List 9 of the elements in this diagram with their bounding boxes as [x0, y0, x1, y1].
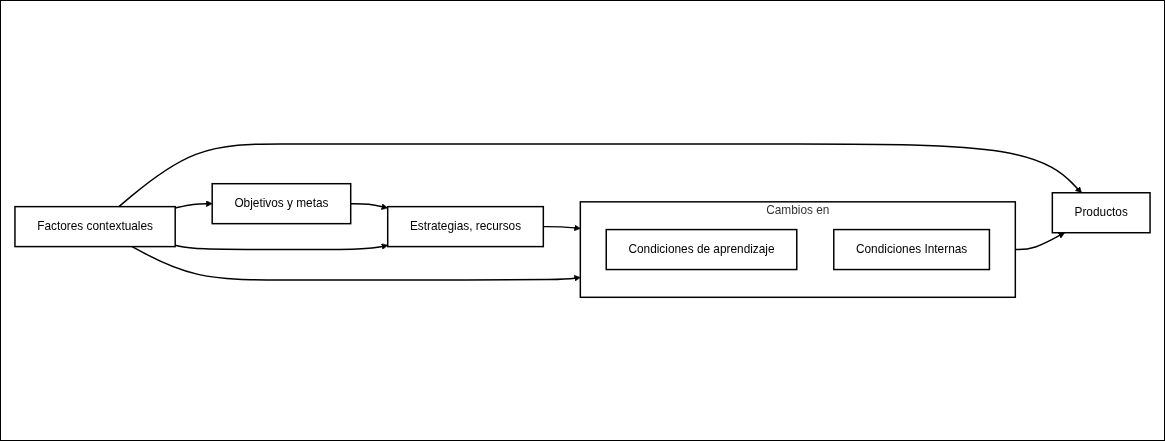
arrow — [118, 143, 1082, 208]
node-box: Condiciones de aprendizaje — [605, 228, 798, 271]
node-box: Productos — [1051, 191, 1151, 234]
node-box: Factores contextuales — [14, 205, 176, 248]
arrow — [174, 243, 388, 251]
arrow — [131, 245, 581, 282]
node-box: Estrategias, recursos — [386, 205, 545, 248]
node-box: Condiciones Internas — [833, 228, 991, 271]
node-box: Objetivos y metas — [211, 182, 352, 225]
